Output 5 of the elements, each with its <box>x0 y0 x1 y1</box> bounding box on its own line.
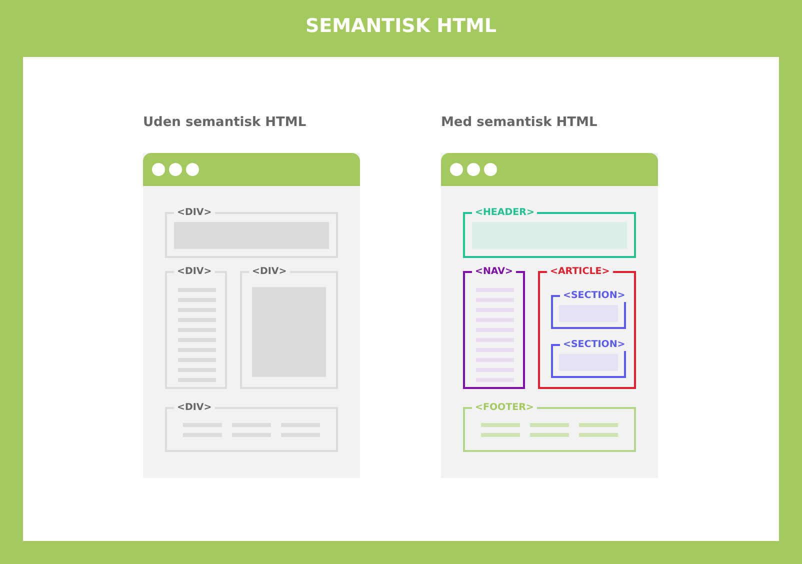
tag-label: <SECTION> <box>560 338 628 351</box>
title: SEMANTISK HTML <box>304 15 498 37</box>
tag-label: <SECTION> <box>560 289 628 302</box>
heading: Med semantisk HTML <box>441 115 598 130</box>
heading: Uden semantisk HTML <box>143 115 306 130</box>
